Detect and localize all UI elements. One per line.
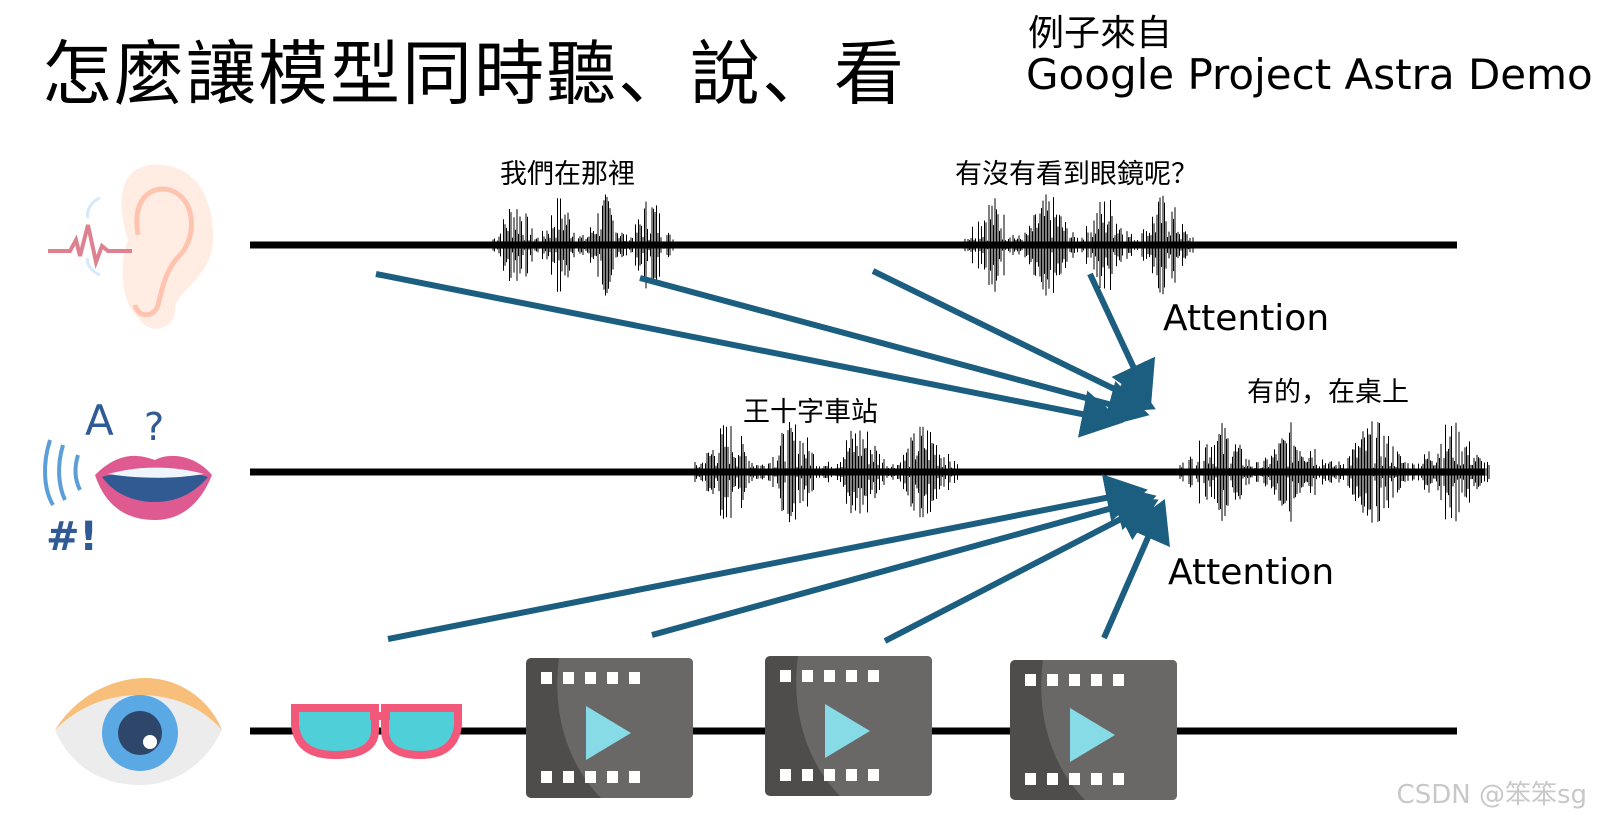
source-name: Google Project Astra Demo	[1026, 50, 1593, 99]
eye-icon	[55, 678, 222, 785]
arrow-attention	[871, 268, 1156, 413]
arrow-attention	[1087, 272, 1156, 405]
ear-icon	[48, 164, 214, 329]
svg-text:?: ?	[144, 405, 164, 449]
arrow-attention	[651, 483, 1157, 638]
audio-waveform	[961, 194, 1194, 296]
glasses-icon	[291, 704, 462, 760]
attention-label-bottom: Attention	[1168, 552, 1335, 593]
audio-waveform	[1179, 421, 1490, 523]
attention-label-top: Attention	[1163, 298, 1330, 339]
arrow-attention	[1101, 499, 1170, 640]
watermark: CSDN @笨笨sg	[1396, 780, 1587, 810]
arrow-attention	[387, 474, 1148, 642]
slide-title: 怎麼讓模型同時聽、說、看	[42, 33, 906, 115]
speak-utterance-1: 王十字車站	[743, 397, 878, 428]
mouth-icon: A ? #!	[42, 396, 212, 560]
svg-text:#!: #!	[46, 514, 98, 560]
listen-utterance-2: 有沒有看到眼鏡呢？	[955, 159, 1198, 190]
arrow-attention	[639, 275, 1150, 428]
attention-arrows	[375, 268, 1170, 644]
video-frame-icon	[526, 658, 693, 798]
arrow-attention	[883, 497, 1159, 644]
audio-waveform	[694, 421, 958, 523]
video-frame-icon	[1010, 660, 1177, 800]
video-frame-icon	[765, 656, 932, 796]
listen-utterance-1: 我們在那裡	[500, 159, 635, 190]
speak-utterance-2: 有的，在桌上	[1247, 377, 1409, 408]
audio-waveform	[492, 194, 674, 296]
arrow-attention	[375, 271, 1124, 438]
source-label: 例子來自	[1028, 13, 1173, 54]
svg-text:A: A	[85, 396, 114, 445]
